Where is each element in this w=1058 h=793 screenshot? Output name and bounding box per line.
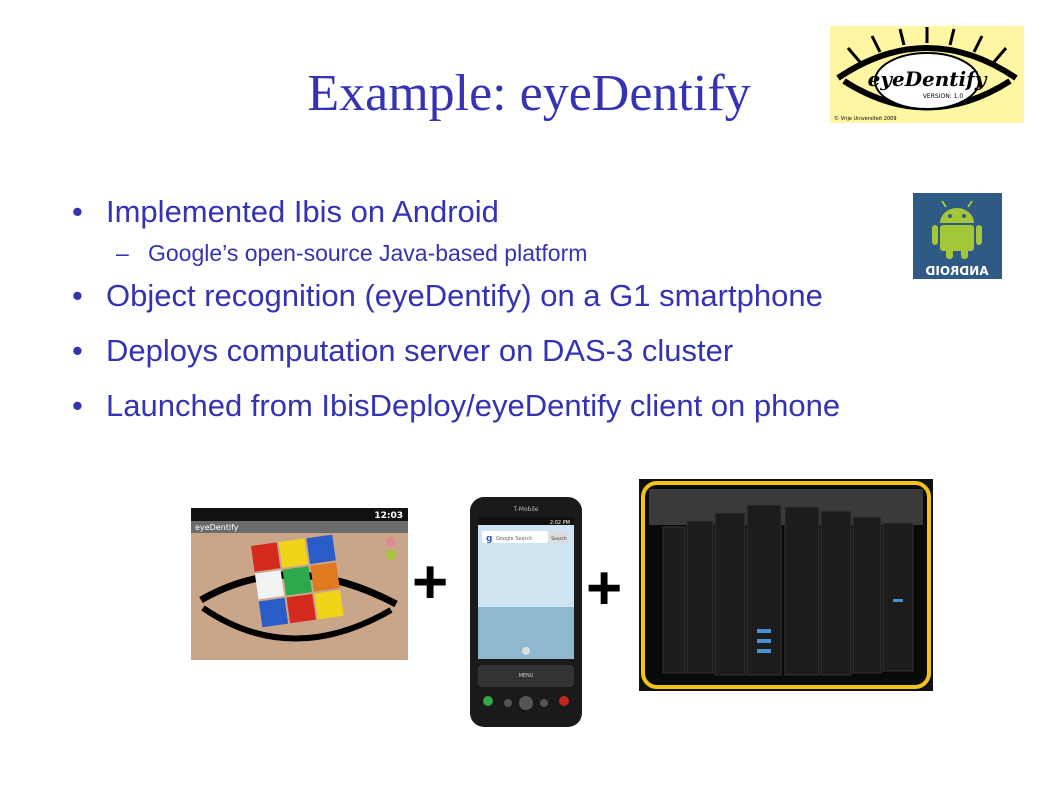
bullet-item: • Implemented Ibis on Android [72,192,840,232]
bullet-item: • Deploys computation server on DAS-3 cl… [72,331,840,371]
bullet-list: • Implemented Ibis on Android – Google’s… [72,192,840,426]
phone-search-field: Google Search [496,536,532,542]
sub-bullet-text: Google’s open-source Java-based platform [148,240,588,266]
eyedentify-logo-version: VERSION: 1.0 [923,93,964,100]
phone-menu-label: MENU [519,673,534,679]
bullet-marker: • [72,278,83,313]
das3-cluster-photo [639,479,933,691]
phone-carrier: T-Mobile [513,506,539,513]
bullet-text: Implemented Ibis on Android [106,194,499,229]
sub-bullet-marker: – [116,240,129,266]
phone-clock: 2:02 PM [550,520,570,526]
eyedentify-logo: eyeDentify VERSION: 1.0 © Vrije Universi… [830,26,1024,123]
g1-phone-image: T-Mobile 2:02 PM Google Search g Search … [470,497,582,727]
phone-search-button: Search [551,536,567,542]
svg-text:g: g [486,534,492,544]
eyedentify-logo-copyright: © Vrije Universiteit 2009 [834,115,897,122]
bullet-text: Deploys computation server on DAS-3 clus… [106,333,734,368]
bullet-item: • Launched from IbisDeploy/eyeDentify cl… [72,386,840,426]
android-logo: ANDROID [913,193,1002,279]
plus-sign: + [586,554,623,623]
eyedentify-logo-text: eyeDentify [868,67,988,91]
bullet-marker: • [72,388,83,423]
status-bar-clock: 12:03 [374,511,403,521]
bullet-marker: • [72,194,83,229]
sub-bullet-item: – Google’s open-source Java-based platfo… [72,238,840,268]
bullet-marker: • [72,333,83,368]
slide-title: Example: eyeDentify [307,65,751,122]
eyedentify-app-screenshot: 12:03 eyeDentify [191,508,408,660]
app-title-bar: eyeDentify [195,523,239,532]
bullet-text: Launched from IbisDeploy/eyeDentify clie… [106,388,841,423]
plus-sign: + [412,548,449,617]
bullet-item: • Object recognition (eyeDentify) on a G… [72,276,840,316]
android-logo-text: ANDROID [925,264,988,278]
bullet-text: Object recognition (eyeDentify) on a G1 … [106,278,823,313]
